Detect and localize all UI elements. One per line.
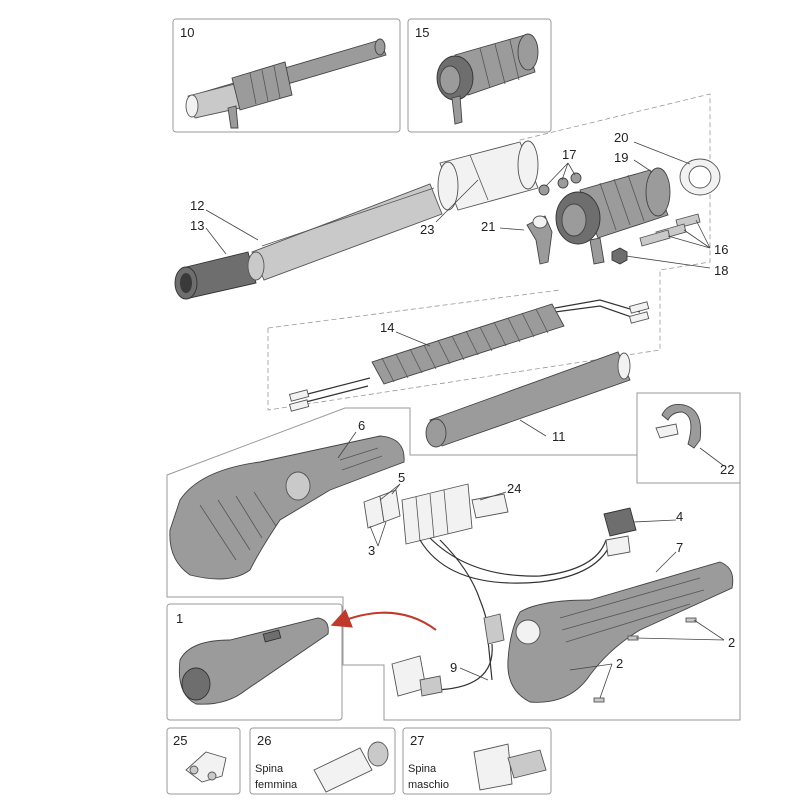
callout-10: 10 <box>180 25 194 40</box>
callout-19: 19 <box>614 150 628 165</box>
callout-1: 1 <box>176 611 183 626</box>
callout-21: 21 <box>481 219 495 234</box>
callout-4: 4 <box>676 509 683 524</box>
part-20-clamp-ring <box>679 158 721 196</box>
assembly-arrow <box>330 609 437 631</box>
part-21-lever <box>526 215 553 265</box>
part-13-grip-sleeve <box>174 251 257 300</box>
part-5-contact-clips <box>363 489 401 529</box>
part-4-rocker-switch <box>603 507 637 557</box>
part-14-coiled-cable <box>288 299 650 412</box>
part-6-left-half-shell <box>169 435 405 580</box>
callout-3: 3 <box>368 543 375 558</box>
callout-13: 13 <box>190 218 204 233</box>
callout-15: 15 <box>415 25 429 40</box>
part-19-main-hub <box>555 167 671 265</box>
dashed-group-upper <box>267 93 711 411</box>
callout-25: 25 <box>173 733 187 748</box>
callout-2a: 2 <box>728 635 735 650</box>
part-1-assembled-handle <box>178 617 329 705</box>
part-9-power-cable <box>391 613 505 697</box>
callout-2b: 2 <box>616 656 623 671</box>
callout-26: 26 <box>257 733 271 748</box>
part-17-nuts <box>538 172 582 196</box>
callout-5: 5 <box>398 470 405 485</box>
callout-11: 11 <box>552 429 566 444</box>
frame-part-26 <box>249 727 396 795</box>
part-11-inner-tube <box>425 351 631 448</box>
callout-9: 9 <box>450 660 457 675</box>
leader-lines <box>205 141 725 699</box>
part-7-right-half-shell <box>507 561 734 703</box>
callout-23: 23 <box>420 222 434 237</box>
part-12-long-tube <box>247 183 443 281</box>
part-10-assembled-handle <box>185 38 387 129</box>
caption-male-plug-line1: Spina <box>408 763 437 775</box>
callout-27: 27 <box>410 733 424 748</box>
caption-female-plug-line1: Spina <box>255 763 284 775</box>
callout-12: 12 <box>190 198 204 213</box>
caption-male-plug-line2: maschio <box>408 779 449 791</box>
part-16-screws <box>639 213 701 247</box>
callout-16: 16 <box>714 242 728 257</box>
callout-17: 17 <box>562 147 576 162</box>
callout-6: 6 <box>358 418 365 433</box>
callout-14: 14 <box>380 320 394 335</box>
callout-20: 20 <box>614 130 628 145</box>
callout-24: 24 <box>507 481 521 496</box>
callout-numbers: 10 15 20 17 19 12 13 21 23 16 18 14 11 6… <box>173 25 735 748</box>
callout-22: 22 <box>720 462 734 477</box>
part-15-hub-assembly <box>436 33 539 125</box>
callout-7: 7 <box>676 540 683 555</box>
part-26-female-plug <box>313 741 389 793</box>
caption-female-plug-line2: femmina <box>255 779 298 791</box>
plug-captions: Spina femmina Spina maschio <box>255 763 449 791</box>
part-27-male-plug <box>473 743 547 791</box>
part-25-bracket <box>185 751 227 783</box>
part-18-nut <box>611 247 628 265</box>
part-22-clip <box>655 404 702 449</box>
callout-18: 18 <box>714 263 728 278</box>
part-23-split-sleeve <box>437 140 539 211</box>
